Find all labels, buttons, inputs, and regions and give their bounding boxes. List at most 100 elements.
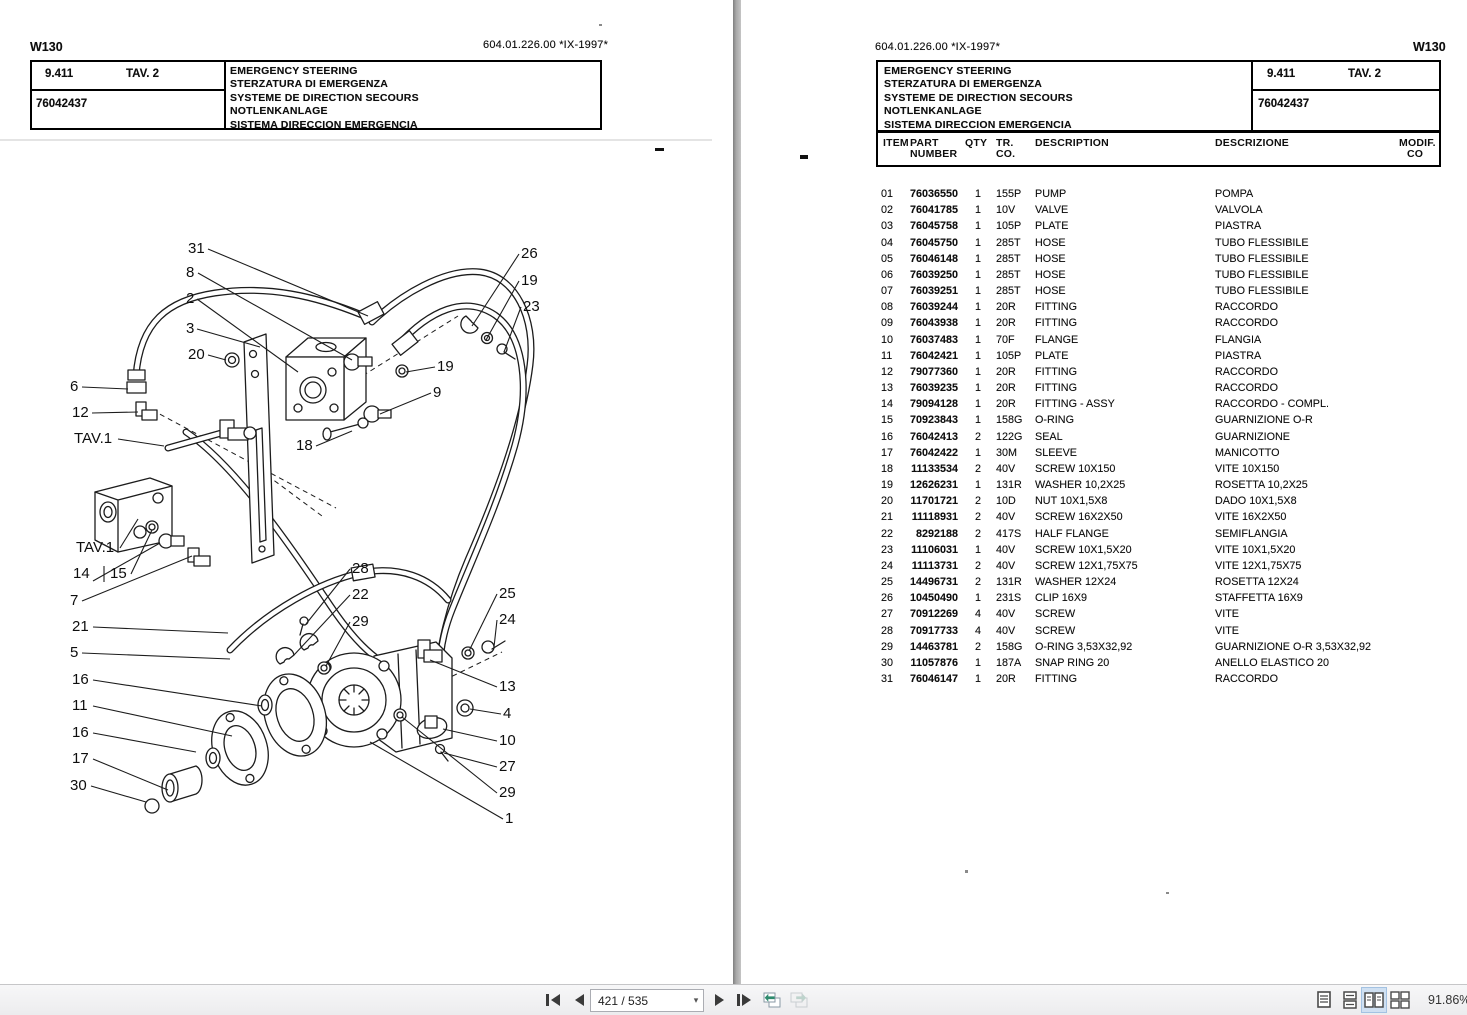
callout-label: 17 <box>72 750 89 767</box>
facing-pages-layout-button[interactable] <box>1361 987 1387 1013</box>
cell-part-number: 11113731 <box>911 559 958 572</box>
page-number-value: 421 / 535 <box>598 993 649 1008</box>
cell-tr-co: 285T <box>996 285 1021 297</box>
callout-leader-line <box>81 386 129 390</box>
machine-model-left: W130 <box>30 40 63 54</box>
facing-continuous-layout-button[interactable] <box>1388 988 1412 1012</box>
cell-tr-co: 122G <box>996 430 1023 443</box>
cell-description: PLATE <box>1035 220 1069 233</box>
page-number-combobox[interactable]: 421 / 535 ▾ <box>590 989 704 1012</box>
next-view-button[interactable] <box>787 988 811 1012</box>
cell-part-number: 11118931 <box>911 511 958 524</box>
sleeve-coupler <box>350 563 376 582</box>
previous-view-button[interactable] <box>760 988 784 1012</box>
callout-label: 18 <box>296 437 313 454</box>
cell-part-number: 11106031 <box>911 543 958 556</box>
cell-part-number: 70912269 <box>909 608 958 621</box>
cell-tr-co: 285T <box>996 236 1021 249</box>
cell-part-number: 76046148 <box>909 252 958 265</box>
cell-description: O-RING <box>1035 414 1074 427</box>
cell-tr-co: 40V <box>996 511 1016 524</box>
cell-part-number: 11133534 <box>911 462 958 475</box>
cell-descrizione: ROSETTA 10,2X25 <box>1215 479 1308 492</box>
mounting-bracket <box>243 333 275 564</box>
callout-leader-line <box>315 430 353 447</box>
cell-qty: 2 <box>974 495 981 508</box>
cell-item: 17 <box>881 446 894 459</box>
callout-label: 1 <box>505 810 513 827</box>
callout-leader-line <box>369 741 504 820</box>
doc-code-left: 604.01.226.00 *IX-1997* <box>483 39 609 51</box>
callout-label: 26 <box>521 245 538 262</box>
cell-tr-co: 158G <box>996 414 1023 427</box>
callout-leader-line <box>81 555 193 602</box>
cell-item: 25 <box>881 576 894 589</box>
cell-item: 30 <box>881 656 894 669</box>
cell-item: 28 <box>881 624 894 637</box>
continuous-layout-button[interactable] <box>1338 988 1362 1012</box>
tav-number: TAV. 2 <box>126 68 160 80</box>
col-modif: MODIF. <box>1399 137 1436 149</box>
flange-plates <box>211 673 327 786</box>
zoom-level[interactable]: 91.86% <box>1428 993 1467 1007</box>
scan-speck <box>1166 892 1169 894</box>
callout-label: 21 <box>72 618 89 635</box>
cell-part-number: 14463781 <box>909 640 958 653</box>
cell-part-number: 79094128 <box>909 398 958 411</box>
callout-leader-line <box>90 785 147 803</box>
right-page: 604.01.226.00 *IX-1997* W130 EMERGENCY S… <box>741 0 1467 984</box>
cell-item: 14 <box>881 398 894 411</box>
cell-part-number: 76045758 <box>909 220 958 233</box>
cell-description: WASHER 12X24 <box>1035 576 1117 589</box>
callout-label: 4 <box>503 705 511 722</box>
callout-label: 31 <box>188 240 205 257</box>
single-page-layout-button[interactable] <box>1312 988 1336 1012</box>
callout-leader-line <box>91 411 139 414</box>
cell-tr-co: 285T <box>996 252 1021 265</box>
last-page-icon <box>737 994 751 1006</box>
cell-description: HALF FLANGE <box>1035 527 1109 540</box>
col-part: PART <box>910 137 939 149</box>
cell-tr-co: 131R <box>996 479 1022 492</box>
cell-item: 11 <box>881 349 893 362</box>
next-page-icon <box>715 994 724 1006</box>
last-page-button[interactable] <box>732 988 756 1012</box>
cell-qty: 1 <box>974 188 981 200</box>
cell-descrizione: PIASTRA <box>1215 220 1262 233</box>
callout-label: 9 <box>433 384 441 401</box>
callout-leader-line <box>442 728 498 742</box>
col-description: DESCRIPTION <box>1035 137 1109 149</box>
next-page-button[interactable] <box>708 988 732 1012</box>
cell-qty: 2 <box>974 430 981 443</box>
cell-qty: 1 <box>974 398 981 411</box>
cell-tr-co: 20R <box>996 398 1016 411</box>
table-header: ITEM PART NUMBER QTY TR. CO. DESCRIPTION… <box>876 131 1441 167</box>
valve-block <box>285 337 367 421</box>
spline-shaft <box>338 684 370 716</box>
cell-part-number: 70917733 <box>909 624 958 637</box>
cell-item: 04 <box>881 236 894 249</box>
first-page-button[interactable] <box>541 988 565 1012</box>
cell-part-number: 76042422 <box>909 446 958 459</box>
cell-qty: 1 <box>974 220 981 233</box>
cell-description: HOSE <box>1035 268 1066 281</box>
cell-part-number: 76039251 <box>909 285 958 297</box>
cell-qty: 1 <box>974 414 981 427</box>
cell-qty: 1 <box>974 656 981 669</box>
callout-leader-line <box>293 594 351 656</box>
scan-mark <box>800 155 808 159</box>
previous-page-button[interactable] <box>567 988 591 1012</box>
cell-item: 22 <box>881 527 894 540</box>
cell-descrizione: POMPA <box>1215 188 1254 200</box>
cell-item: 18 <box>881 462 894 475</box>
cell-tr-co: 40V <box>996 608 1016 621</box>
tav-number: TAV. 2 <box>1348 68 1382 80</box>
